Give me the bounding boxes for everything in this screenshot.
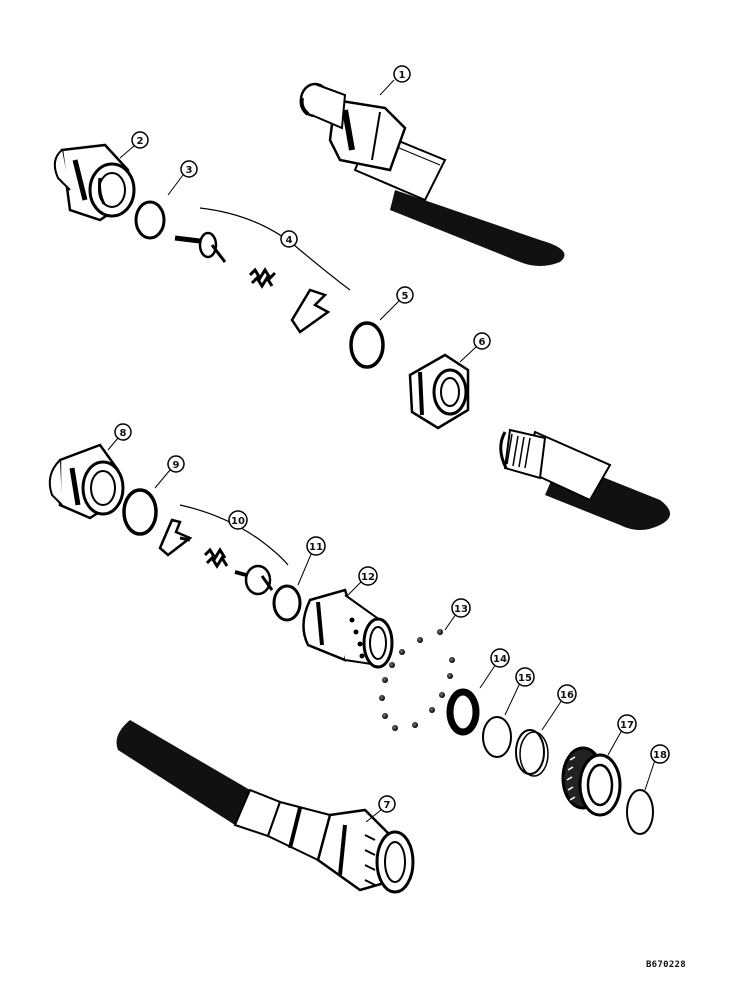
part-4-valve-assembly (174, 207, 351, 334)
svg-text:14: 14 (493, 654, 507, 665)
svg-text:15: 15 (518, 673, 532, 684)
callout-9: 9 (167, 455, 185, 473)
part-3-o-ring (134, 200, 166, 240)
part-12-coupler-body (302, 588, 394, 669)
callout-6: 6 (473, 332, 491, 350)
svg-text:8: 8 (120, 428, 127, 439)
svg-text:12: 12 (361, 572, 375, 583)
callout-4: 4 (280, 230, 298, 248)
leader-lines (107, 79, 656, 823)
part-8-nut (48, 443, 125, 520)
svg-text:1: 1 (399, 70, 406, 81)
callout-7: 7 (378, 795, 396, 813)
callout-12: 12 (358, 566, 378, 586)
part-14-seal (446, 688, 480, 736)
part-7-coupler-assembly (116, 720, 415, 894)
part-5-o-ring (349, 321, 385, 369)
part-16-spring-ring (515, 729, 549, 777)
hose-fitting-middle (499, 428, 670, 530)
callout-11: 11 (306, 536, 326, 556)
callout-14: 14 (490, 648, 510, 668)
svg-text:9: 9 (173, 460, 180, 471)
spring (248, 267, 277, 289)
svg-text:6: 6 (479, 337, 486, 348)
part-15-ring (482, 716, 512, 758)
svg-text:13: 13 (454, 604, 468, 615)
part-6-hex-nut (408, 353, 470, 430)
part-9-o-ring (122, 488, 158, 536)
part-18-snap-ring (626, 789, 654, 835)
callout-13: 13 (451, 598, 471, 618)
part-2-nut (53, 143, 136, 222)
svg-text:4: 4 (286, 235, 293, 246)
svg-text:5: 5 (402, 291, 409, 302)
svg-text:17: 17 (620, 720, 634, 731)
svg-text:18: 18 (653, 750, 667, 761)
callout-1: 1 (393, 65, 411, 83)
callout-16: 16 (557, 684, 577, 704)
svg-text:3: 3 (186, 165, 193, 176)
callout-2: 2 (131, 131, 149, 149)
part-11-o-ring (272, 584, 302, 622)
svg-text:16: 16 (560, 690, 574, 701)
svg-text:11: 11 (309, 542, 323, 553)
part-10-valve-assembly (158, 504, 289, 596)
part-1-hose-fitting (299, 82, 565, 266)
callout-5: 5 (396, 286, 414, 304)
part-17-knurled-sleeve (561, 746, 622, 817)
svg-text:7: 7 (384, 800, 391, 811)
svg-text:10: 10 (231, 516, 245, 527)
callout-17: 17 (617, 714, 637, 734)
drawing-code: B670228 (645, 960, 686, 970)
callout-15: 15 (515, 667, 535, 687)
svg-text:2: 2 (137, 136, 144, 147)
callout-3: 3 (180, 160, 198, 178)
callout-18: 18 (650, 744, 670, 764)
callout-8: 8 (114, 423, 132, 441)
part-13-balls (379, 629, 455, 731)
callout-10: 10 (228, 510, 248, 530)
